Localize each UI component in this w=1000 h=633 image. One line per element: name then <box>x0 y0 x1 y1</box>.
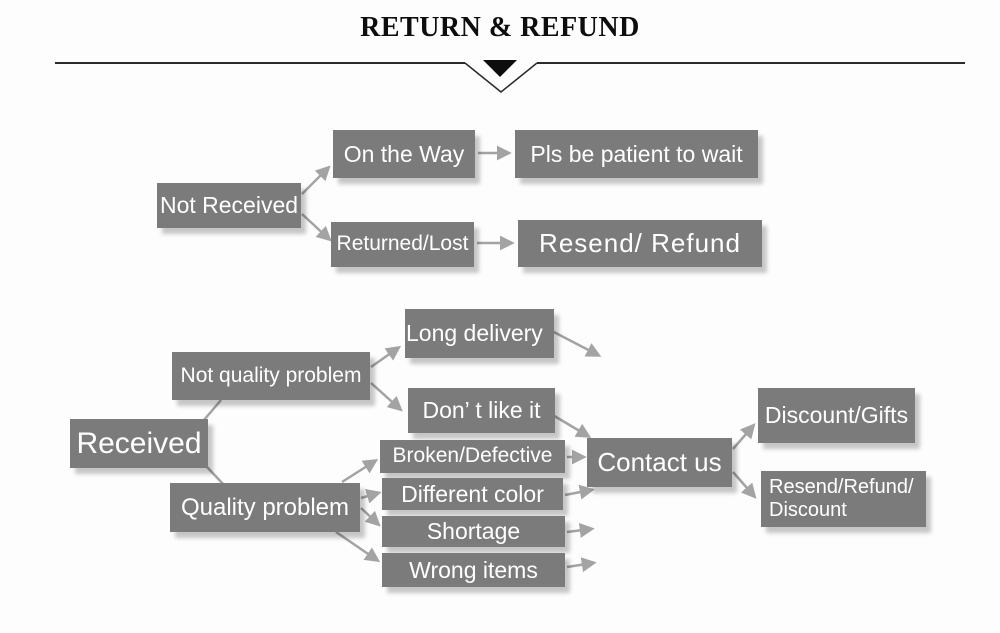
arrow-quality-problem-to-shortage <box>360 507 381 527</box>
node-wrong-items: Wrong items <box>382 553 565 587</box>
node-not-quality-problem: Not quality problem <box>172 352 370 400</box>
node-resend-refund-discount-line2: Discount <box>769 499 847 521</box>
arrow-quality-problem-to-wrong-items <box>335 530 381 563</box>
page-title: RETURN & REFUND <box>360 12 640 43</box>
down-triangle-icon <box>483 60 517 77</box>
arrow-not-quality-problem-to-dont-like-it <box>370 382 403 412</box>
node-discount-gifts: Discount/Gifts <box>758 388 915 443</box>
node-resend-refund: Resend/ Refund <box>518 220 762 267</box>
line-received-to-quality-problem <box>206 466 224 485</box>
line-received-to-not-quality-problem <box>203 399 222 421</box>
arrow-not-received-to-on-the-way <box>301 165 331 195</box>
node-broken-defective: Broken/Defective <box>380 440 565 473</box>
arrow-dont-like-it-to-contact-us <box>550 412 592 438</box>
arrow-contact-us-to-resend-refund-discount <box>732 471 757 499</box>
arrow-quality-problem-to-broken-defective <box>341 458 379 484</box>
node-on-the-way: On the Way <box>333 130 475 178</box>
node-dont-like-it: Don’ t like it <box>408 388 555 433</box>
arrow-shortage-to-contact-us <box>566 522 595 538</box>
node-not-received: Not Received <box>157 183 301 228</box>
node-resend-refund-discount: Resend/Refund/ Discount <box>761 471 926 527</box>
node-long-delivery: Long delivery <box>405 309 554 358</box>
arrow-different-color-to-contact-us <box>564 484 595 500</box>
header-divider <box>55 60 965 93</box>
node-quality-problem: Quality problem <box>170 483 360 532</box>
node-contact-us: Contact us <box>587 438 732 487</box>
node-shortage: Shortage <box>382 516 565 547</box>
arrow-contact-us-to-discount-gifts <box>732 423 756 450</box>
arrow-not-quality-problem-to-long-delivery <box>370 345 402 369</box>
node-resend-refund-discount-line1: Resend/Refund/ <box>769 476 914 498</box>
arrow-long-delivery-to-contact-us <box>549 328 602 357</box>
node-returned-lost: Returned/Lost <box>331 222 474 267</box>
arrow-quality-problem-to-different-color <box>360 488 382 504</box>
node-received: Received <box>70 419 208 468</box>
node-pls-be-patient: Pls be patient to wait <box>515 130 758 178</box>
node-different-color: Different color <box>382 478 563 510</box>
arrow-not-received-to-returned-lost <box>301 213 332 242</box>
arrow-wrong-items-to-contact-us <box>566 557 597 573</box>
